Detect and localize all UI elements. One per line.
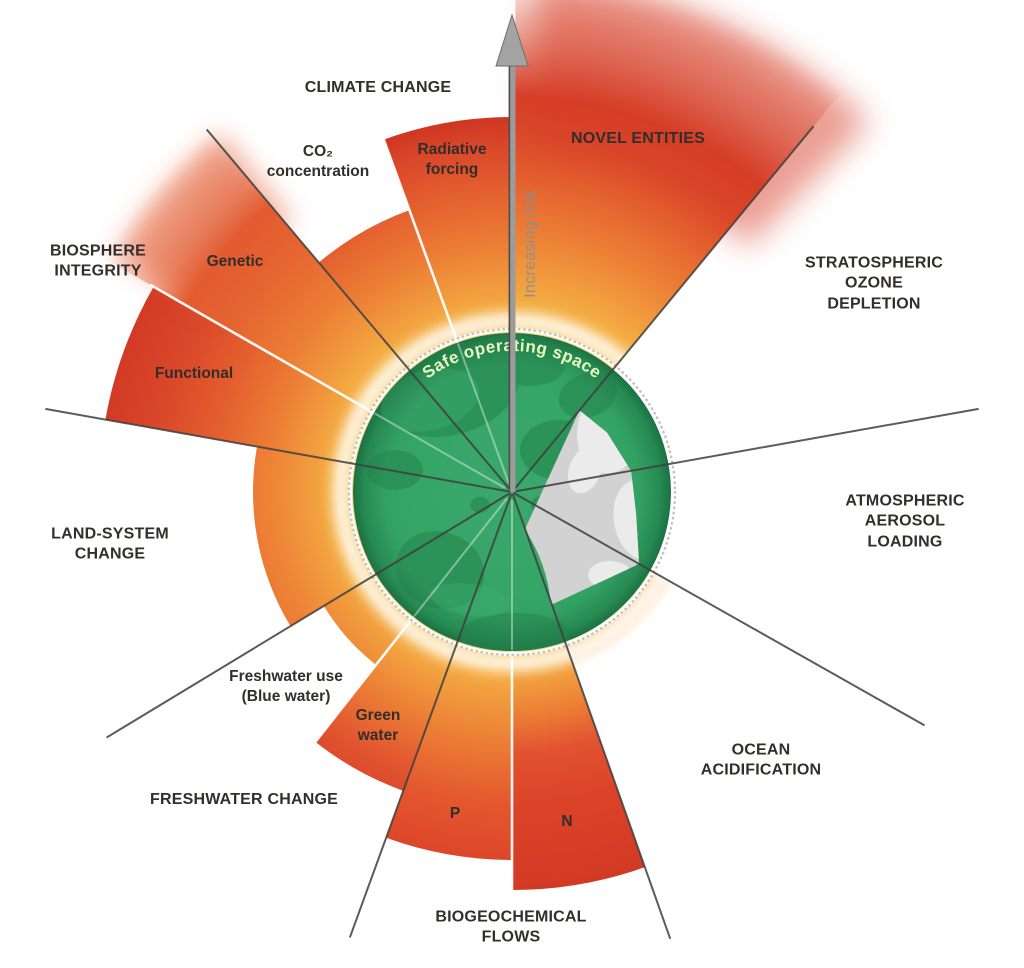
wedge-novel-entities-fade bbox=[529, 0, 870, 248]
label-functional: Functional bbox=[154, 365, 234, 383]
sector-line bbox=[205, 128, 512, 492]
sector-line bbox=[348, 493, 513, 938]
label-biosphere-integrity: BIOSPHERE INTEGRITY bbox=[49, 242, 147, 280]
label-atmospheric-aerosol: ATMOSPHERIC AEROSOL LOADING bbox=[845, 492, 965, 551]
sub-divider-line-inner bbox=[413, 497, 508, 617]
sub-divider-line bbox=[149, 283, 376, 415]
sector-line bbox=[513, 492, 926, 727]
arrow-shaft bbox=[509, 52, 516, 492]
sector-line bbox=[45, 407, 511, 493]
label-land-system-change: LAND-SYSTEM CHANGE bbox=[51, 525, 169, 563]
planetary-boundary-dotted-circle bbox=[347, 327, 677, 657]
sector-line bbox=[512, 125, 815, 492]
label-biogeochemical-flows: BIOGEOCHEMICAL FLOWS bbox=[435, 908, 587, 946]
label-phosphorus: P bbox=[449, 805, 461, 823]
sub-divider-line-inner bbox=[457, 343, 511, 485]
label-increasing-risk: Increasing risk bbox=[521, 190, 539, 298]
label-nitrogen: N bbox=[561, 813, 573, 831]
label-climate-change: CLIMATE CHANGE bbox=[304, 78, 452, 96]
label-green-water: Green water bbox=[355, 707, 401, 744]
sub-divider-line bbox=[313, 615, 416, 745]
label-blue-water: Freshwater use (Blue water) bbox=[229, 668, 343, 705]
label-freshwater-change: FRESHWATER CHANGE bbox=[150, 790, 338, 808]
label-novel-entities: NOVEL ENTITIES bbox=[570, 129, 706, 147]
label-genetic: Genetic bbox=[206, 253, 264, 271]
sub-divider-line-inner bbox=[374, 412, 506, 489]
label-co2-concentration: CO₂ concentration bbox=[266, 143, 370, 180]
gray-continent bbox=[567, 446, 603, 494]
sector-line bbox=[106, 492, 511, 739]
sector-line bbox=[511, 493, 672, 940]
increasing-risk-arrow bbox=[495, 13, 529, 492]
arrow-head bbox=[495, 13, 529, 67]
sub-divider-line bbox=[381, 137, 460, 344]
label-radiative-forcing: Radiative forcing bbox=[417, 141, 487, 178]
gray-continent bbox=[613, 480, 640, 560]
label-stratospheric-ozone: STRATOSPHERIC OZONE DEPLETION bbox=[804, 254, 944, 313]
sector-line bbox=[513, 407, 979, 493]
label-ocean-acidification: OCEAN ACIDIFICATION bbox=[700, 741, 822, 779]
